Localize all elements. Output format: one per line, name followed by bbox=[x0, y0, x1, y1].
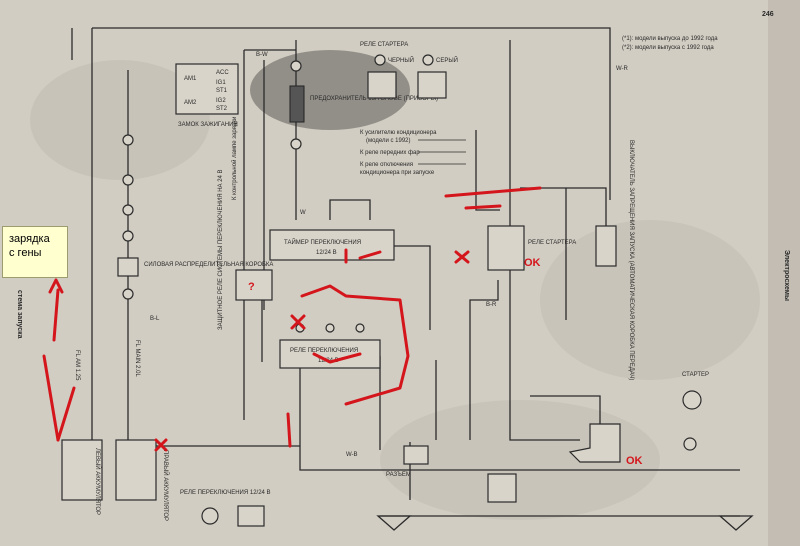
starter-connector-icon bbox=[682, 390, 702, 410]
grey-connector-icon bbox=[422, 54, 434, 66]
acc-label: ACC bbox=[216, 70, 229, 76]
connector-block-icon bbox=[487, 473, 517, 503]
fl-am-label: FL AM 1.25 bbox=[74, 350, 80, 381]
black-connector-block bbox=[367, 71, 397, 99]
ac-amp-label: К усилителю кондиционера bbox=[360, 130, 437, 136]
ac-cut-label: К реле отключения bbox=[360, 162, 413, 168]
neutral-switch-label: ВЫКЛЮЧАТЕЛЬ ЗАПРЕЩЕНИЯ ЗАПУСКА (АВТОМАТИ… bbox=[628, 140, 634, 380]
gauge-fuse-icon bbox=[289, 85, 305, 123]
headlamp-label: К реле передних фар bbox=[360, 150, 420, 156]
legend-line-2: (*2): модели выпуска с 1992 года bbox=[622, 45, 714, 51]
left-battery-label: ЛЕВЫЙ АККУМУЛЯТОР bbox=[94, 448, 102, 515]
starter-relay-top-label: РЕЛЕ СТАРТЕРА bbox=[360, 42, 408, 48]
starter-terminal-icon bbox=[683, 437, 697, 451]
fl-main-label: FL MAIN 2.0L bbox=[134, 340, 140, 377]
black-connector-icon bbox=[374, 54, 386, 66]
section-title: Электросхемы bbox=[783, 250, 790, 301]
relay-bottom-connector-icon bbox=[201, 507, 219, 525]
br-wire-label: B-R bbox=[486, 302, 497, 308]
charging-note: зарядка с гены bbox=[2, 226, 68, 278]
neutral-switch-box bbox=[595, 225, 617, 267]
wires bbox=[71, 27, 740, 517]
timer-box bbox=[269, 229, 395, 261]
stain bbox=[30, 60, 210, 180]
protect-relay-label: ЗАЩИТНОЕ РЕЛЕ СИСТЕМЫ ПЕРЕКЛЮЧЕНИЯ НА 24… bbox=[218, 169, 224, 330]
ac-cut-sub-label: кондиционера при запуске bbox=[360, 170, 435, 176]
protect-relay-box bbox=[235, 269, 273, 301]
page-edge bbox=[768, 0, 800, 546]
connector-icon bbox=[290, 138, 302, 150]
ok-relay-annotation: OK bbox=[524, 257, 541, 269]
wb-wire-label: W-B bbox=[346, 452, 358, 458]
starter-relay-box bbox=[487, 225, 525, 271]
legend-line-1: (*1): модели выпуска до 1992 года bbox=[622, 36, 718, 42]
note-line-1: зарядка bbox=[9, 233, 50, 245]
right-battery-label: ПРАВЫЙ АККУМУЛЯТОР bbox=[162, 450, 170, 521]
ignition-switch-label: ЗАМОК ЗАЖИГАНИЯ bbox=[178, 122, 238, 128]
st1-label: ST1 bbox=[216, 88, 228, 94]
am2-label: AM2 bbox=[184, 100, 197, 106]
timer-label: ТАЙМЕР ПЕРЕКЛЮЧЕНИЯ bbox=[284, 238, 361, 246]
connector-label: РАЗЪЕМ bbox=[386, 472, 411, 478]
starter-motor-icon bbox=[568, 423, 621, 463]
junction-box-label: СИЛОВАЯ РАСПРЕДЕЛИТЕЛЬНАЯ КОРОБКА bbox=[144, 262, 273, 268]
connector-icon bbox=[290, 60, 302, 72]
note-line-2: с гены bbox=[9, 247, 42, 259]
timer-voltage-label: 12/24 В bbox=[316, 250, 337, 256]
grey-connector-block bbox=[417, 71, 447, 99]
w-wire-label: W bbox=[300, 210, 306, 216]
ok-starter-annotation: OK bbox=[626, 455, 643, 467]
bl-wire-label: B-L bbox=[150, 316, 160, 322]
relay-label: РЕЛЕ ПЕРЕКЛЮЧЕНИЯ bbox=[290, 348, 358, 354]
gauge-fuse-label: ПРЕДОХРАНИТЕЛЬ 15A GAUGE (ПРИБОРЫ) bbox=[310, 96, 438, 102]
relay-bottom-plug-icon bbox=[237, 505, 265, 527]
charge-lamp-label: К контрольной лампе зарядки bbox=[231, 117, 238, 200]
st2-label: ST2 bbox=[216, 106, 228, 112]
ac-amp-sub-label: (модели с 1992) bbox=[366, 138, 411, 144]
ig1-label: IG1 bbox=[216, 80, 226, 86]
red-markup bbox=[42, 186, 542, 452]
grey-label: СЕРЫЙ bbox=[436, 56, 458, 64]
starter-relay-label: РЕЛЕ СТАРТЕРА bbox=[528, 240, 576, 246]
left-battery-icon bbox=[61, 439, 103, 501]
left-margin-title: стема запуска bbox=[16, 290, 23, 339]
ig2-label: IG2 bbox=[216, 98, 226, 104]
fusible-links bbox=[122, 134, 134, 300]
stain bbox=[540, 220, 760, 380]
junction-box-icon bbox=[117, 257, 139, 277]
am1-label: AM1 bbox=[184, 76, 197, 82]
bw-wire-label: B-W bbox=[256, 52, 268, 58]
ground-icons bbox=[376, 515, 754, 531]
starter-label: СТАРТЕР bbox=[682, 372, 709, 378]
ignition-switch bbox=[175, 63, 239, 115]
wr-wire-label: W-R bbox=[616, 66, 629, 72]
relay-bottom-label: РЕЛЕ ПЕРЕКЛЮЧЕНИЯ 12/24 В bbox=[180, 490, 271, 496]
page-number: 246 bbox=[762, 11, 774, 18]
question-mark: ? bbox=[248, 281, 255, 293]
right-battery-icon bbox=[115, 439, 157, 501]
connector-box bbox=[403, 445, 429, 465]
black-label: ЧЕРНЫЙ bbox=[388, 56, 414, 64]
